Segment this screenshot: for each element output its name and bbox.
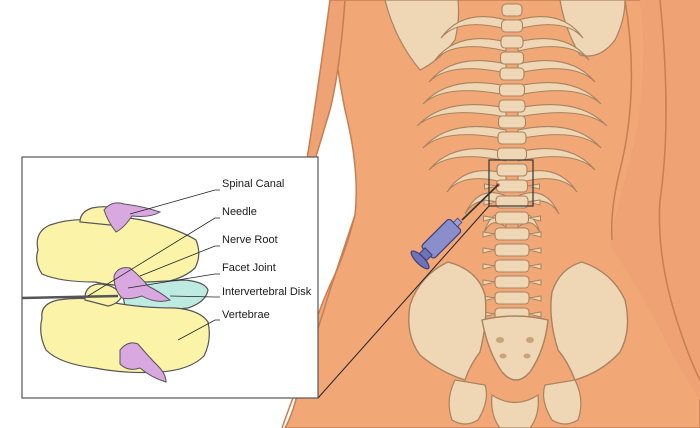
vertebra	[499, 51, 525, 65]
rib	[416, 104, 507, 127]
transverse-process	[482, 279, 542, 286]
right-hip	[542, 379, 582, 425]
transverse-process	[482, 247, 542, 254]
rib	[440, 16, 507, 39]
label-vertebrae: Vertebrae	[222, 309, 270, 321]
vertebra	[499, 67, 525, 81]
vertebra	[497, 131, 527, 145]
inset-needle	[21, 294, 119, 300]
label-nerve-root: Nerve Root	[222, 234, 278, 246]
transverse-process	[482, 231, 542, 238]
nerve-root-upper	[103, 202, 162, 233]
transverse-process	[483, 215, 541, 222]
vertebra	[494, 243, 530, 257]
label-intervertebral-disk: Intervertebral Disk	[222, 286, 312, 298]
rib	[517, 16, 584, 39]
pubic-arch	[491, 393, 539, 428]
label-spinal-canal: Spinal Canal	[222, 178, 285, 190]
vertebra	[498, 83, 526, 97]
label-needle: Needle	[222, 206, 257, 218]
rib	[434, 38, 507, 61]
left-iliac	[408, 261, 487, 381]
right-arm-edge-2	[658, 0, 700, 381]
nerve-root-lower	[119, 342, 167, 383]
injection-site-box	[488, 159, 534, 207]
vertebra	[494, 259, 530, 273]
vertebra	[497, 115, 527, 129]
vertebra	[494, 211, 530, 225]
vertebra	[500, 19, 524, 33]
vertebra	[496, 147, 528, 161]
sacral-foramen	[499, 353, 507, 359]
rib	[517, 126, 602, 149]
sacral-foramen	[523, 353, 531, 359]
sacrum	[481, 315, 549, 381]
rib	[446, 170, 507, 193]
lower-vertebra-process	[84, 283, 123, 307]
right-arm-edge	[610, 0, 633, 241]
rib	[517, 82, 602, 105]
right-flank	[610, 0, 700, 400]
right-scapula	[559, 0, 626, 57]
vertebra	[498, 99, 526, 113]
rib	[517, 60, 596, 83]
rib	[517, 38, 590, 61]
vertebra	[494, 227, 530, 241]
rib	[517, 104, 608, 127]
sacral-foramen	[526, 337, 534, 343]
vertebra	[494, 291, 530, 305]
vertebra	[501, 3, 523, 17]
transverse-process	[482, 263, 542, 270]
vertebra	[494, 275, 530, 289]
rib	[422, 82, 507, 105]
sacral-foramen	[496, 337, 504, 343]
syringe	[410, 184, 499, 270]
left-hip	[448, 379, 488, 425]
leader-lines	[87, 189, 220, 341]
vertebral-column	[482, 3, 542, 321]
vertebra	[500, 35, 524, 49]
vertebra	[495, 179, 529, 193]
rib	[422, 126, 507, 149]
callout-line-top	[317, 205, 490, 399]
rib	[428, 148, 507, 171]
left-scapula	[384, 0, 460, 71]
label-facet-joint: Facet Joint	[222, 262, 276, 274]
rib	[517, 148, 596, 171]
transverse-process	[483, 199, 541, 206]
vertebra	[496, 163, 528, 177]
rib	[428, 60, 507, 83]
nerve-root-middle	[113, 267, 172, 302]
